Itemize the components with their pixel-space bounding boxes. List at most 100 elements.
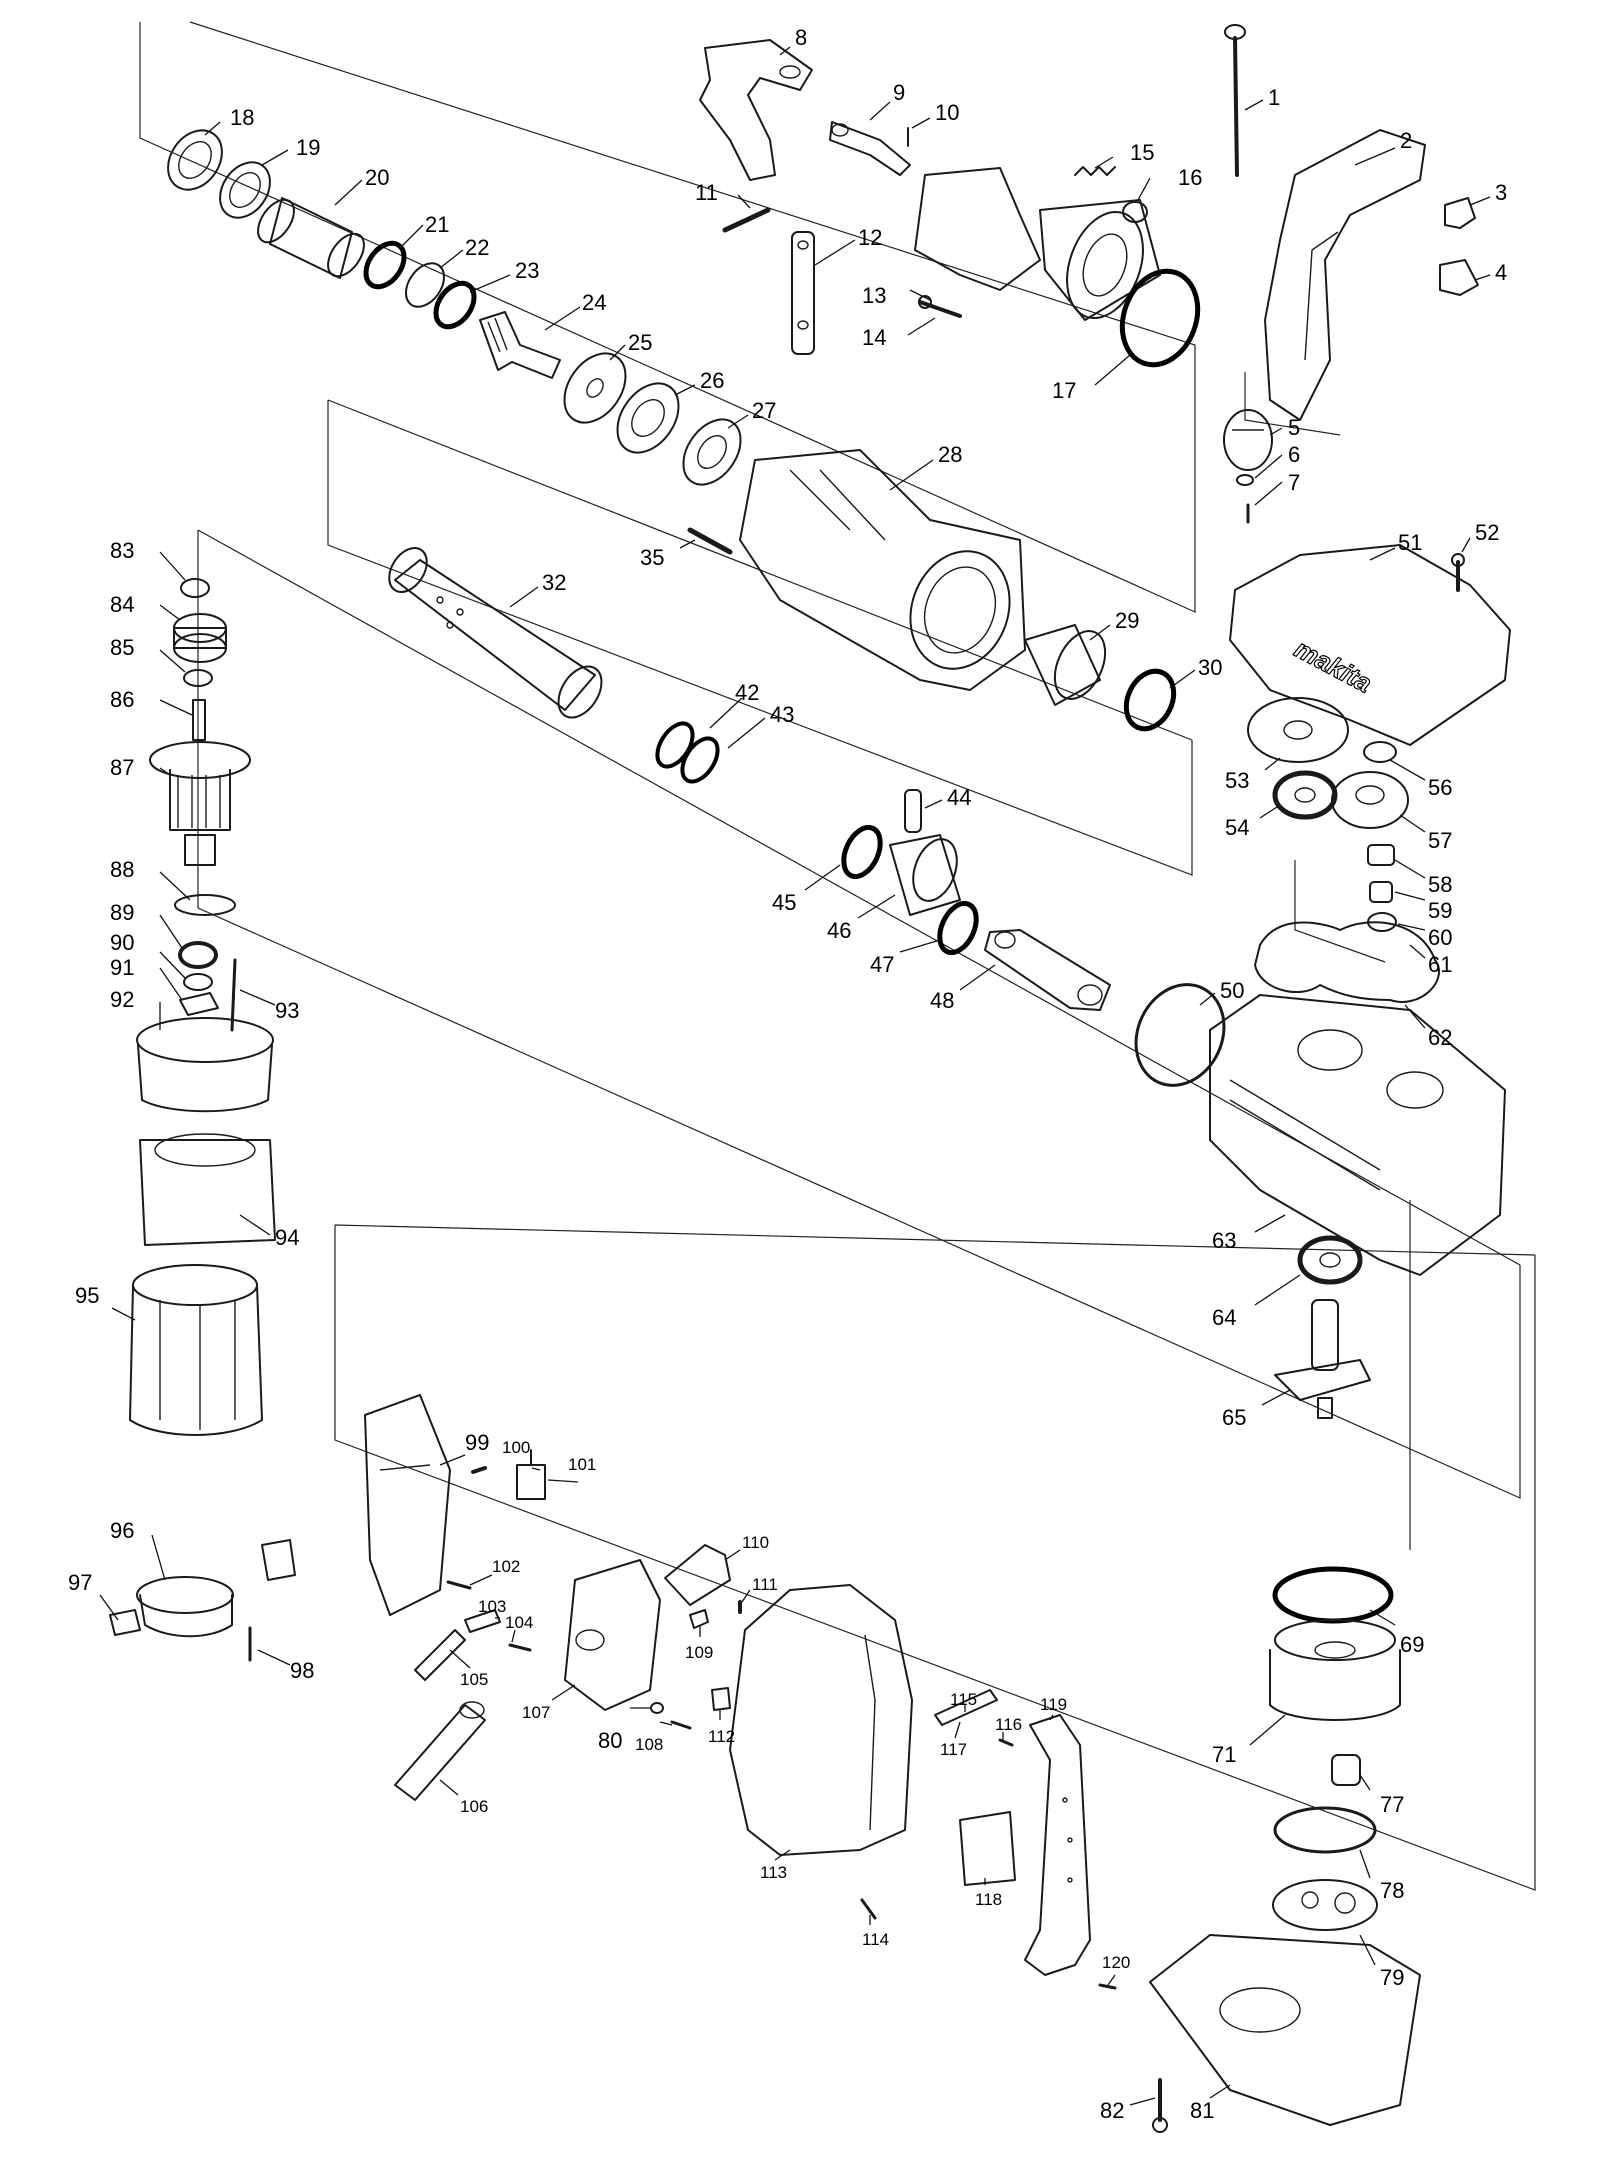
part-46-piston — [889, 834, 961, 916]
label-48: 48 — [930, 988, 954, 1013]
label-62: 62 — [1428, 1025, 1452, 1050]
label-103: 103 — [478, 1597, 506, 1616]
label-98: 98 — [290, 1658, 314, 1683]
label-22: 22 — [465, 235, 489, 260]
label-25: 25 — [628, 330, 652, 355]
label-1: 1 — [1268, 85, 1280, 110]
part-47-o-ring — [937, 900, 979, 956]
part-116-screw — [998, 1738, 1014, 1747]
label-115: 115 — [950, 1690, 977, 1709]
part-45-o-ring — [841, 824, 883, 880]
part-21-o-ring — [363, 240, 407, 290]
part-109-clip — [689, 1609, 709, 1629]
callout-numbers: 1 2 3 4 5 6 7 8 9 10 11 12 13 14 15 16 1… — [68, 25, 1507, 2123]
part-43-o-ring — [680, 736, 720, 784]
label-27: 27 — [752, 398, 776, 423]
part-2-side-grip — [1264, 129, 1426, 421]
callout-leader-lines — [99, 46, 1491, 2106]
label-93: 93 — [275, 998, 299, 1023]
part-100-pin — [471, 1466, 487, 1474]
part-69-o-ring — [1272, 1566, 1394, 1624]
label-5: 5 — [1288, 415, 1300, 440]
label-32: 32 — [542, 570, 566, 595]
label-91: 91 — [110, 955, 134, 980]
label-10: 10 — [935, 100, 959, 125]
part-112-terminal — [711, 1687, 731, 1711]
part-101-switch — [516, 1449, 546, 1500]
label-117: 117 — [940, 1740, 967, 1759]
label-96: 96 — [110, 1518, 134, 1543]
part-84-ball-bearing — [173, 613, 227, 663]
label-7: 7 — [1288, 470, 1300, 495]
label-8: 8 — [795, 25, 807, 50]
label-4: 4 — [1495, 260, 1507, 285]
part-89-bearing — [178, 941, 218, 969]
part-93-screw — [230, 958, 237, 1032]
label-80: 80 — [598, 1728, 622, 1753]
label-119: 119 — [1040, 1695, 1067, 1714]
part-53-gear — [1247, 697, 1349, 763]
part-20-sleeve — [257, 197, 365, 279]
part-77-cap — [1331, 1754, 1361, 1786]
label-65: 65 — [1222, 1405, 1246, 1430]
label-64: 64 — [1212, 1305, 1236, 1330]
label-110: 110 — [742, 1533, 769, 1552]
part-118-name-plate — [959, 1811, 1016, 1886]
label-29: 29 — [1115, 608, 1139, 633]
part-13-barrel — [914, 167, 1161, 321]
label-107: 107 — [522, 1703, 550, 1722]
part-32-cylinder — [388, 547, 603, 719]
label-59: 59 — [1428, 898, 1452, 923]
part-56-washer — [1363, 741, 1397, 763]
label-3: 3 — [1495, 180, 1507, 205]
label-118: 118 — [975, 1890, 1002, 1909]
part-79-cap-plate — [1272, 1879, 1378, 1931]
label-102: 102 — [492, 1557, 520, 1576]
label-12: 12 — [858, 225, 882, 250]
label-82: 82 — [1100, 2098, 1124, 2123]
label-101: 101 — [568, 1455, 596, 1474]
label-23: 23 — [515, 258, 539, 283]
part-59-needle-bearing — [1369, 881, 1393, 903]
part-95-motor-housing — [129, 1264, 263, 1436]
part-102-screw — [446, 1580, 472, 1590]
label-83: 83 — [110, 538, 134, 563]
label-111: 111 — [752, 1575, 778, 1594]
part-80-washer — [650, 1702, 664, 1714]
label-69: 69 — [1400, 1632, 1424, 1657]
label-78: 78 — [1380, 1878, 1404, 1903]
label-45: 45 — [772, 890, 796, 915]
part-58-needle-bearing — [1367, 844, 1395, 866]
label-95: 95 — [75, 1283, 99, 1308]
part-17-o-ring — [1119, 268, 1201, 368]
part-62-gasket — [1254, 921, 1440, 1003]
part-94-field — [139, 1133, 276, 1246]
label-84: 84 — [110, 592, 134, 617]
label-21: 21 — [425, 212, 449, 237]
part-63-gear-housing — [1209, 994, 1506, 1276]
label-81: 81 — [1190, 2098, 1214, 2123]
label-42: 42 — [735, 680, 759, 705]
part-103-cord-clamp — [464, 1609, 501, 1633]
part-29-striker — [1024, 624, 1107, 706]
part-27-oil-seal — [682, 418, 742, 486]
part-88-fan-baffle — [174, 894, 236, 916]
label-88: 88 — [110, 857, 134, 882]
part-71-reducer — [1269, 1619, 1401, 1721]
part-3-cap — [1444, 197, 1476, 229]
label-120: 120 — [1102, 1953, 1130, 1972]
label-79: 79 — [1380, 1965, 1404, 1990]
label-18: 18 — [230, 105, 254, 130]
label-30: 30 — [1198, 655, 1222, 680]
label-58: 58 — [1428, 872, 1452, 897]
label-106: 106 — [460, 1797, 488, 1816]
label-47: 47 — [870, 952, 894, 977]
label-6: 6 — [1288, 442, 1300, 467]
label-87: 87 — [110, 755, 134, 780]
part-19-flat-washer — [219, 161, 271, 219]
label-44: 44 — [947, 785, 971, 810]
label-16: 16 — [1178, 165, 1202, 190]
label-20: 20 — [365, 165, 389, 190]
part-54-ball-bearing — [1272, 770, 1338, 820]
